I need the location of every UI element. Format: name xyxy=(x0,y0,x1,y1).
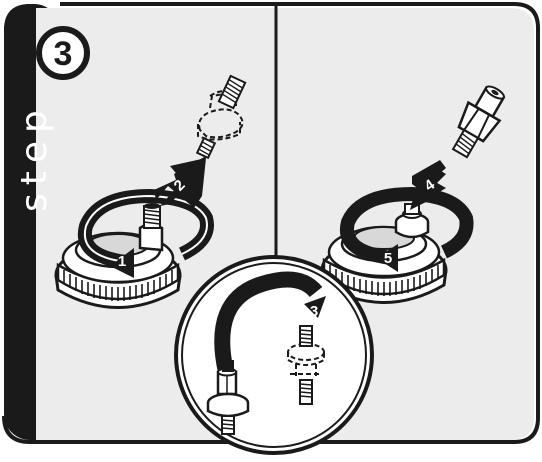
arrow-5-label: 5 xyxy=(384,250,392,267)
valve-stem-left xyxy=(140,203,162,250)
arrow-3-label: 3 xyxy=(310,303,318,320)
step-label: step xyxy=(14,102,55,212)
detail-inset: 3 xyxy=(176,257,372,453)
arrow-1-label: 1 xyxy=(118,253,126,270)
step-number: 3 xyxy=(54,35,73,73)
